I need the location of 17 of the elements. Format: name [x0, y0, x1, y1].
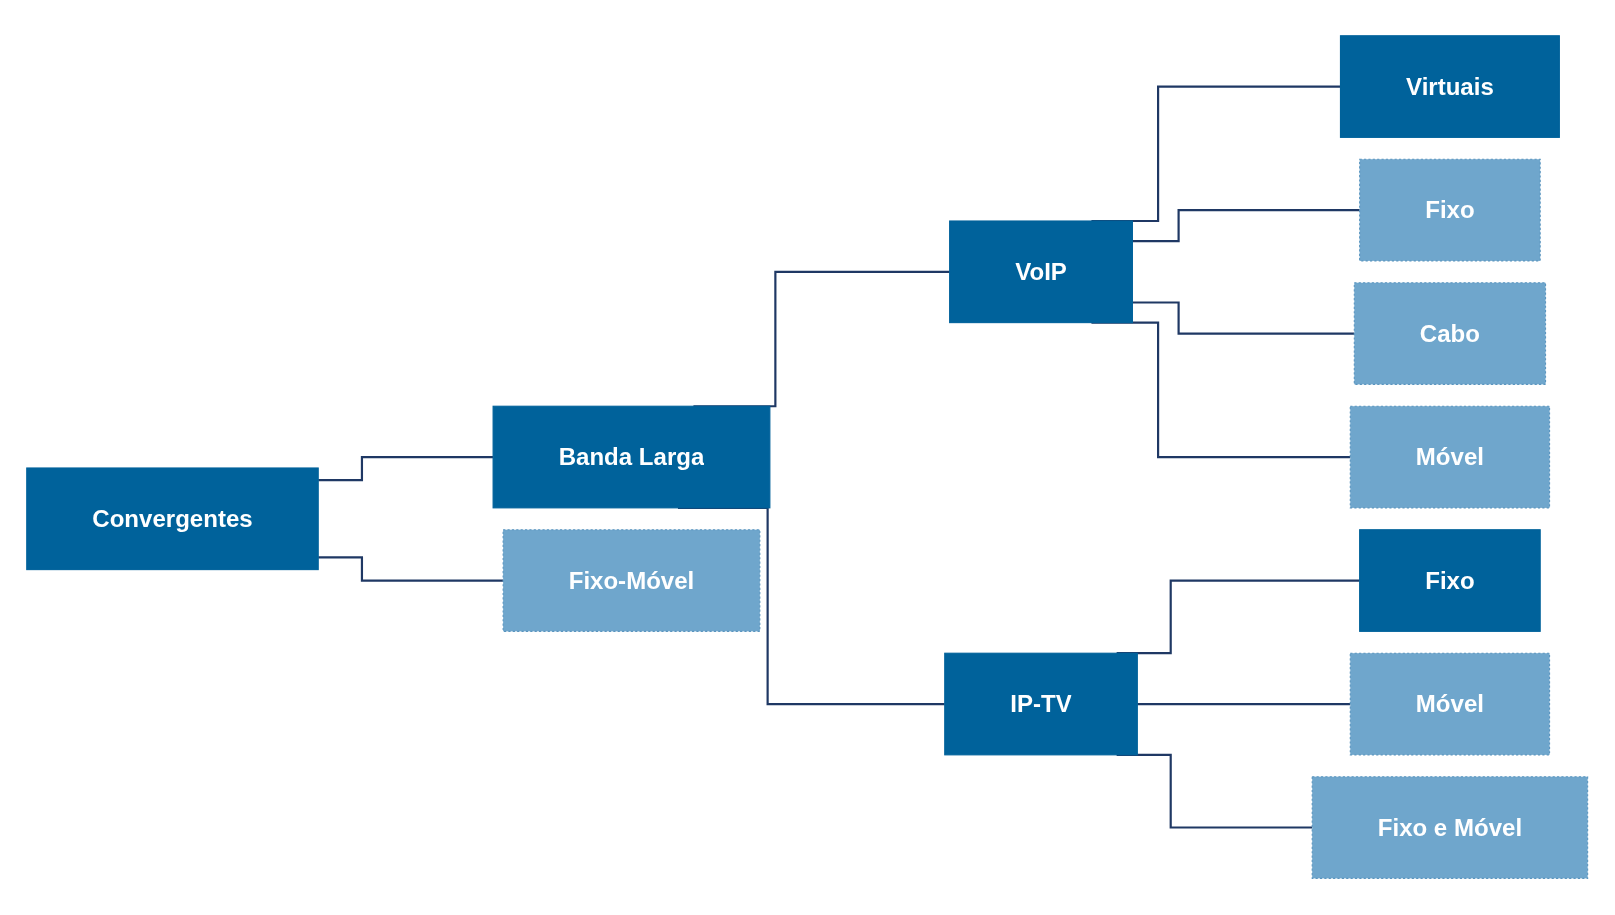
node-box: VoIP — [949, 220, 1134, 324]
node-box: Convergentes — [26, 467, 320, 571]
node-box: Virtuais — [1340, 35, 1561, 139]
node-box: Móvel — [1350, 406, 1551, 509]
connector — [318, 456, 494, 482]
node-box: Banda Larga — [492, 406, 771, 509]
node-box: Fixo — [1359, 529, 1542, 633]
node-box: Fixo e Móvel — [1311, 776, 1589, 880]
connector — [1132, 209, 1360, 243]
node-box: IP-TV — [944, 653, 1139, 756]
node-box: Móvel — [1350, 653, 1551, 756]
connector — [318, 556, 504, 583]
connector — [1132, 301, 1355, 336]
node-box: Cabo — [1354, 282, 1547, 386]
node-box: Fixo — [1359, 159, 1542, 262]
node-box: Fixo-Móvel — [502, 529, 761, 633]
connector — [1137, 703, 1351, 706]
